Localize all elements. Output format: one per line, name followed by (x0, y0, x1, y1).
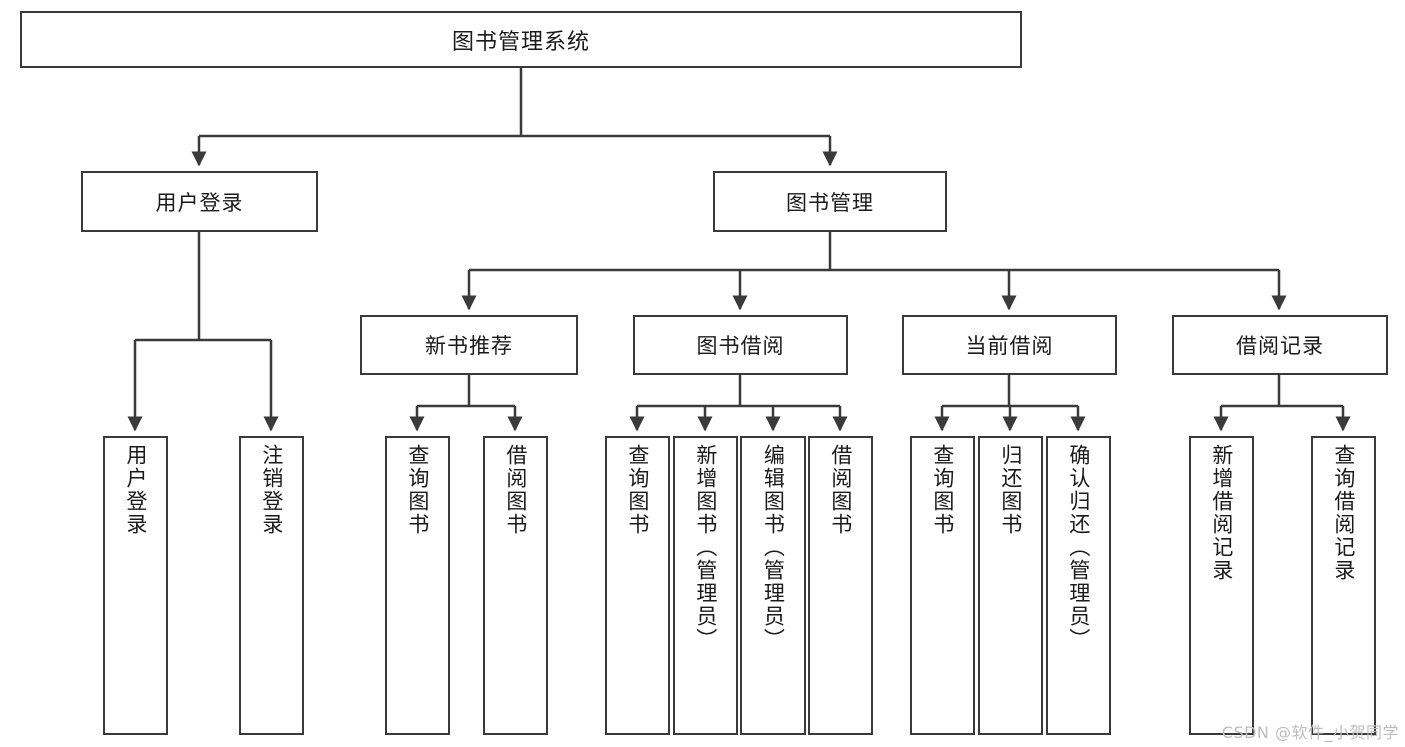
leaf-node[interactable]: 查询图书 (605, 436, 670, 735)
leaf-node[interactable]: 编辑图书（管理员） (740, 436, 806, 735)
leaf-node[interactable]: 用户登录 (103, 436, 168, 735)
leaf-label: 新增借阅记录 (1209, 444, 1234, 582)
leaf-label: 查询图书 (405, 444, 430, 536)
leaf-label: 归还图书 (998, 444, 1023, 536)
leaf-label: 查询图书 (930, 444, 955, 536)
node-user-login[interactable]: 用户登录 (81, 171, 318, 232)
leaf-node[interactable]: 查询图书 (385, 436, 450, 735)
node-book-borrow[interactable]: 图书借阅 (633, 315, 848, 375)
leaf-label: 编辑图书（管理员） (761, 444, 786, 651)
leaf-label: 新增图书（管理员） (693, 444, 718, 651)
leaf-node[interactable]: 归还图书 (978, 436, 1043, 735)
leaf-label: 用户登录 (123, 444, 148, 536)
leaf-node[interactable]: 查询图书 (910, 436, 975, 735)
leaf-label: 查询图书 (625, 444, 650, 536)
leaf-label: 借阅图书 (503, 444, 528, 536)
node-borrow-record[interactable]: 借阅记录 (1172, 315, 1388, 375)
leaf-node[interactable]: 查询借阅记录 (1311, 436, 1376, 735)
leaf-label: 注销登录 (259, 444, 284, 536)
leaf-node[interactable]: 新增图书（管理员） (673, 436, 738, 735)
leaf-node[interactable]: 借阅图书 (808, 436, 873, 735)
leaf-node[interactable]: 借阅图书 (483, 436, 548, 735)
leaf-node[interactable]: 确认归还（管理员） (1046, 436, 1111, 735)
watermark: CSDN @软件_小贺同学 (1221, 723, 1399, 742)
leaf-node[interactable]: 新增借阅记录 (1189, 436, 1254, 735)
node-new-book-recommend[interactable]: 新书推荐 (360, 315, 578, 375)
node-root[interactable]: 图书管理系统 (20, 11, 1022, 68)
leaf-label: 查询借阅记录 (1331, 444, 1356, 582)
leaf-node[interactable]: 注销登录 (239, 436, 304, 735)
node-current-borrow[interactable]: 当前借阅 (902, 315, 1117, 375)
leaf-label: 借阅图书 (828, 444, 853, 536)
node-book-management[interactable]: 图书管理 (713, 171, 947, 232)
leaf-label: 确认归还（管理员） (1066, 444, 1091, 651)
